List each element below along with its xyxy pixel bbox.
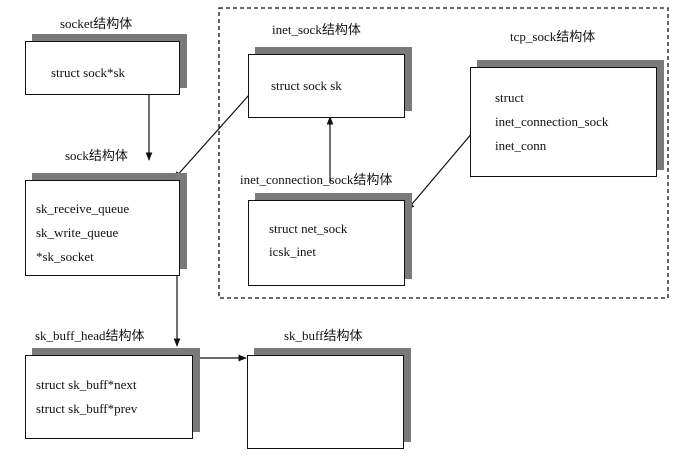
socket-struct-field: struct sock*sk: [51, 65, 126, 80]
arrow-inet-sock-to-sock: [173, 94, 250, 180]
sk-buff-struct-box: [247, 355, 404, 449]
inet-sock-struct-title: inet_sock结构体: [272, 22, 361, 37]
tcp-sock-struct-box: struct inet_connection_sock inet_conn: [470, 67, 657, 177]
arrow-tcp-sock-to-inet-connection: [406, 131, 474, 211]
inet-sock-struct-box: struct sock sk: [248, 54, 405, 118]
sock-struct-title: sock结构体: [65, 148, 128, 163]
socket-struct-box: struct sock*sk: [25, 41, 180, 95]
tcp-sock-struct-field: inet_conn: [495, 138, 547, 153]
inet-connection-sock-struct-field: struct net_sock: [269, 221, 348, 236]
inet-connection-sock-struct-box: struct net_sock icsk_inet: [248, 200, 405, 286]
sk-buff-head-struct-title: sk_buff_head结构体: [35, 328, 145, 343]
sk-buff-head-struct-field: struct sk_buff*prev: [36, 401, 138, 416]
tcp-sock-struct-title: tcp_sock结构体: [510, 29, 596, 44]
sk-buff-head-struct-box: struct sk_buff*next struct sk_buff*prev: [25, 355, 193, 439]
socket-struct-title: socket结构体: [60, 16, 133, 31]
sock-struct-field: *sk_socket: [36, 249, 94, 264]
inet-connection-sock-struct-field: icsk_inet: [269, 244, 316, 259]
sock-struct-box: sk_receive_queue sk_write_queue *sk_sock…: [25, 180, 180, 276]
sk-buff-struct-title: sk_buff结构体: [284, 328, 363, 343]
inet-sock-struct-field: struct sock sk: [271, 78, 342, 93]
tcp-sock-struct-field: inet_connection_sock: [495, 114, 609, 129]
tcp-sock-struct-field: struct: [495, 90, 524, 105]
inet-connection-sock-struct-title: inet_connection_sock结构体: [240, 172, 393, 187]
sock-struct-field: sk_receive_queue: [36, 201, 130, 216]
sk-buff-head-struct-field: struct sk_buff*next: [36, 377, 137, 392]
sock-struct-field: sk_write_queue: [36, 225, 119, 240]
